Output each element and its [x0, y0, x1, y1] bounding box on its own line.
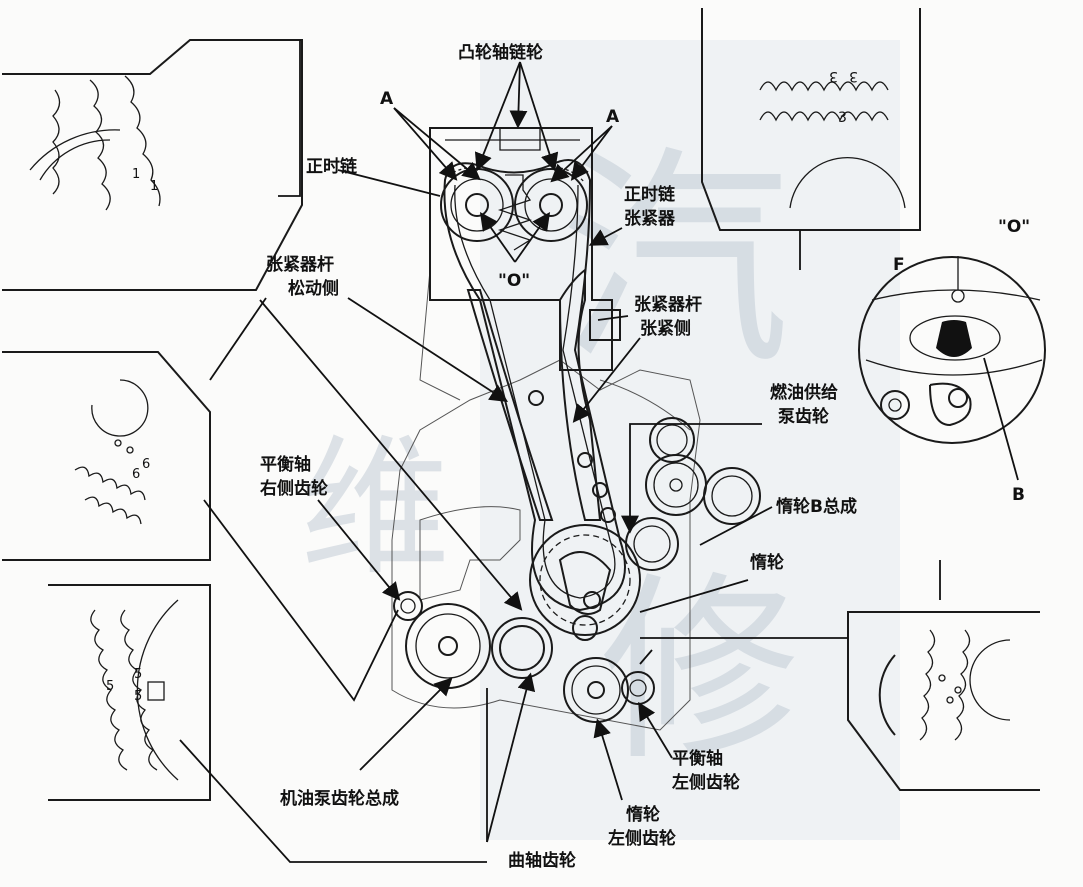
- label-balance-shaft-left-1: 平衡轴: [672, 748, 723, 769]
- inset-bottom-left-mark-1: 5: [106, 679, 114, 694]
- inset-middle-left-mark-2: 6: [142, 457, 150, 472]
- inset-top-left-mark-2: 1: [150, 179, 158, 194]
- detail-o-mark: "O": [998, 217, 1030, 237]
- inset-bottom-left-mark-3: 5: [134, 689, 142, 704]
- inset-bottom-left-mark-2: 5: [134, 667, 142, 682]
- label-balance-shaft-right-2: 右侧齿轮: [260, 478, 328, 499]
- label-timing-chain-tensioner-2: 张紧器: [624, 209, 676, 229]
- label-a-left: A: [380, 89, 394, 109]
- label-o-mark: "O": [498, 271, 530, 291]
- tensioner-arm-slack: [466, 289, 554, 521]
- label-idler-left-gear-2: 左侧齿轮: [608, 828, 676, 849]
- inset-top-left: 1 1: [2, 39, 303, 291]
- watermark-char-2: 汽: [560, 128, 790, 395]
- label-crankshaft-gear: 曲轴齿轮: [508, 850, 576, 871]
- label-tensioner-arm-2: 张紧器杆: [634, 295, 702, 315]
- balance-shaft-right-gear-hub: [400, 598, 416, 614]
- labels: 凸轮轴链轮 A A 正时链 "O" 正时链 张紧器 张紧器杆 松动侧 张紧器杆 …: [260, 42, 857, 871]
- label-balance-shaft-left-2: 左侧齿轮: [672, 772, 740, 793]
- oil-pump-gear: [405, 603, 491, 689]
- detail-f: F "O" B: [858, 217, 1046, 505]
- label-oil-pump-gear-assembly: 机油泵齿轮总成: [280, 788, 399, 809]
- label-camshaft-sprocket: 凸轮轴链轮: [458, 42, 543, 63]
- tensioner-spring: [497, 174, 533, 251]
- label-fuel-pump-gear-1: 燃油供给: [770, 382, 838, 403]
- leader-lines: [179, 40, 941, 863]
- label-idler: 惰轮: [750, 552, 784, 573]
- inset-bottom-right: [847, 611, 1040, 791]
- tensioner-arm-tension: [558, 267, 621, 523]
- inset-top-right-mark-3: 3: [838, 110, 847, 126]
- crankshaft-gear: [529, 524, 641, 641]
- detail-b-label: B: [1012, 485, 1025, 505]
- detail-f-label: F: [893, 255, 905, 275]
- label-idler-left-gear-1: 惰轮: [626, 804, 660, 825]
- balance-shaft-left-gear: [621, 671, 655, 705]
- label-timing-chain-tensioner-1: 正时链: [624, 184, 676, 205]
- label-tensioner-arm-slack: 松动侧: [288, 278, 339, 299]
- cylinder-head: [429, 127, 613, 371]
- timing-chain: [443, 159, 626, 612]
- engine-outline: [391, 269, 701, 731]
- label-timing-chain: 正时链: [306, 156, 358, 177]
- inset-top-right: 3 3 3: [701, 8, 921, 231]
- inset-top-right-mark-1: 3: [829, 68, 838, 84]
- inset-bottom-left: 5 5 5: [48, 584, 211, 801]
- label-balance-shaft-right-1: 平衡轴: [260, 454, 311, 475]
- label-a-right: A: [606, 107, 620, 127]
- label-idler-b-assembly: 惰轮B总成: [776, 496, 857, 517]
- label-tensioner-arm-tension: 张紧侧: [640, 318, 691, 339]
- inset-middle-left: 6 6: [2, 351, 211, 561]
- idler-b-assembly: [625, 454, 761, 571]
- label-fuel-pump-gear-2: 泵齿轮: [778, 406, 829, 427]
- label-tensioner-arm-1: 张紧器杆: [266, 255, 334, 275]
- inset-middle-left-mark-1: 6: [132, 467, 140, 482]
- inset-top-left-mark-1: 1: [132, 167, 140, 182]
- balance-shaft-right-gear: [393, 591, 423, 621]
- watermark: 维 汽 修: [300, 40, 900, 840]
- inset-top-right-mark-2: 3: [849, 68, 858, 84]
